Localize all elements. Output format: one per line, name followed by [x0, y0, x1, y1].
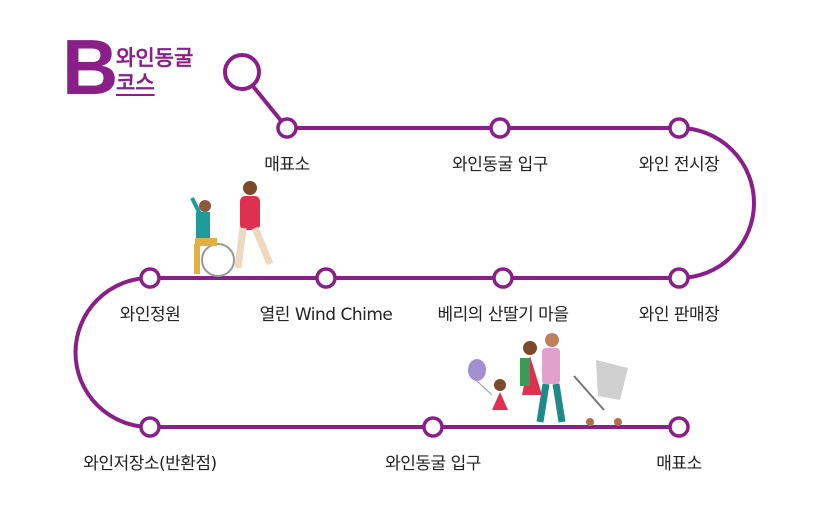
stop-node: [315, 267, 337, 289]
course-title: 와인동굴 코스: [116, 46, 193, 96]
stop-node: [139, 416, 161, 438]
stop-label: 매표소: [264, 155, 310, 175]
route-line: [73, 83, 756, 429]
stop-label: 와인 전시장: [638, 155, 720, 175]
stop-node: [276, 117, 298, 139]
stop-label: 열린 Wind Chime: [259, 305, 393, 325]
wheelchair-illustration: [190, 181, 274, 277]
stop-node: [489, 117, 511, 139]
stop-node: [139, 267, 161, 289]
stop-node: [668, 416, 690, 438]
stop-node: [668, 117, 690, 139]
stop-label: 베리의 산딸기 마을: [437, 305, 569, 325]
stop-node: [422, 416, 444, 438]
start-marker: [223, 53, 261, 91]
family-illustration: [468, 333, 628, 426]
stop-label: 와인동굴 입구: [385, 454, 481, 474]
stop-label: 와인정원: [119, 305, 181, 325]
stop-label: 와인 판매장: [638, 305, 720, 325]
stop-node: [492, 267, 514, 289]
stop-label: 와인동굴 입구: [452, 155, 548, 175]
stop-label: 와인저장소(반환점): [83, 454, 217, 474]
course-title-line1: 와인동굴: [116, 46, 194, 70]
stop-label: 매표소: [656, 454, 702, 474]
course-letter: B: [62, 23, 119, 111]
stop-node: [668, 267, 690, 289]
course-title-line2: 코스: [116, 71, 155, 95]
